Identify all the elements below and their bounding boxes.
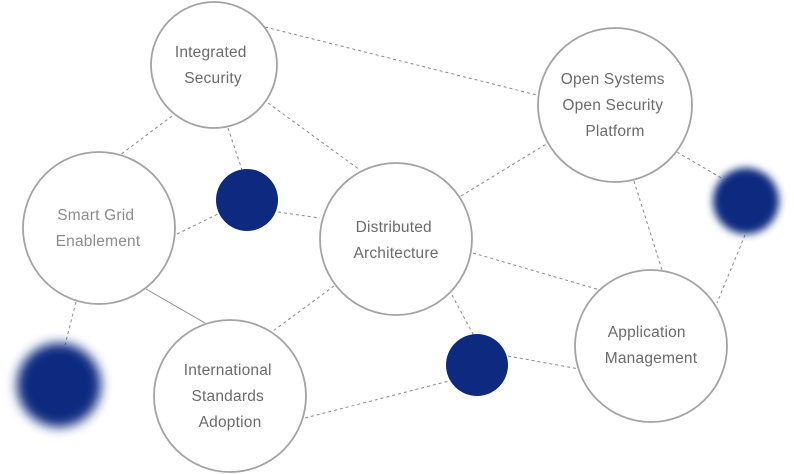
node-label-line: Architecture — [353, 245, 438, 262]
node-international-standards: International Standards Adoption — [153, 319, 307, 473]
connections — [64, 26, 746, 419]
node-open-systems: Open Systems Open Security Platform — [537, 27, 693, 183]
node-label-line: International — [184, 362, 272, 379]
edge-international-dot — [304, 380, 450, 419]
node-distributed-architecture: Distributed Architecture — [319, 162, 473, 316]
node-label: Open Systems Open Security Platform — [561, 71, 670, 140]
node-smart-grid: Smart Grid Enablement — [22, 151, 176, 305]
node-label-line: Open Systems — [561, 71, 665, 88]
node-label-line: Distributed — [356, 219, 432, 236]
edge-opensystems-application — [633, 180, 663, 271]
edge-distributed-opensystems — [460, 142, 549, 197]
node-label-line: Platform — [585, 123, 644, 140]
edge-security-smartgrid — [119, 115, 173, 156]
edge-security-distributed — [267, 102, 361, 171]
node-label-line: Smart Grid — [57, 207, 134, 224]
accent-dots — [17, 168, 779, 427]
node-circle — [574, 269, 728, 423]
node-label: Application Management — [605, 324, 698, 367]
edge-smartgrid-bluredot — [64, 301, 77, 346]
accent-dot — [216, 169, 278, 231]
edge-smartgrid-dot — [176, 213, 219, 235]
node-circle — [150, 1, 278, 129]
node-application-management: Application Management — [574, 269, 728, 423]
edge-smartgrid-international — [145, 288, 206, 324]
edge-security-opensystems — [264, 26, 538, 96]
node-label: Smart Grid Enablement — [56, 207, 141, 250]
node-circle — [153, 319, 307, 473]
edge-bluredot-application — [716, 234, 746, 304]
node-label-line: Open Security — [562, 97, 663, 114]
node-circle — [537, 27, 693, 183]
node-label: Distributed Architecture — [353, 219, 438, 262]
node-integrated-security: Integrated Security — [150, 1, 278, 129]
edge-opensystems-bluredot — [676, 151, 724, 180]
node-label-line: Integrated — [175, 44, 247, 61]
edge-distributed-international — [272, 285, 335, 332]
node-label-line: Application — [608, 324, 686, 341]
accent-dot — [17, 343, 101, 427]
node-label-line: Adoption — [199, 414, 262, 431]
edge-security-dot — [227, 127, 243, 171]
node-label-line: Security — [184, 70, 242, 87]
node-label-line: Standards — [192, 388, 265, 405]
accent-dot — [446, 334, 508, 396]
node-label-line: Enablement — [56, 233, 141, 250]
edge-dot-application — [507, 355, 580, 370]
node-circle — [319, 162, 473, 316]
edge-distributed-dot — [451, 294, 475, 337]
node-circle — [22, 151, 176, 305]
edge-distributed-application — [472, 252, 601, 291]
node-label: International Standards Adoption — [184, 362, 276, 431]
node-label: Integrated Security — [175, 44, 251, 87]
edge-dot-distributed — [277, 211, 321, 219]
node-label-line: Management — [605, 350, 698, 367]
accent-dot — [713, 168, 779, 234]
